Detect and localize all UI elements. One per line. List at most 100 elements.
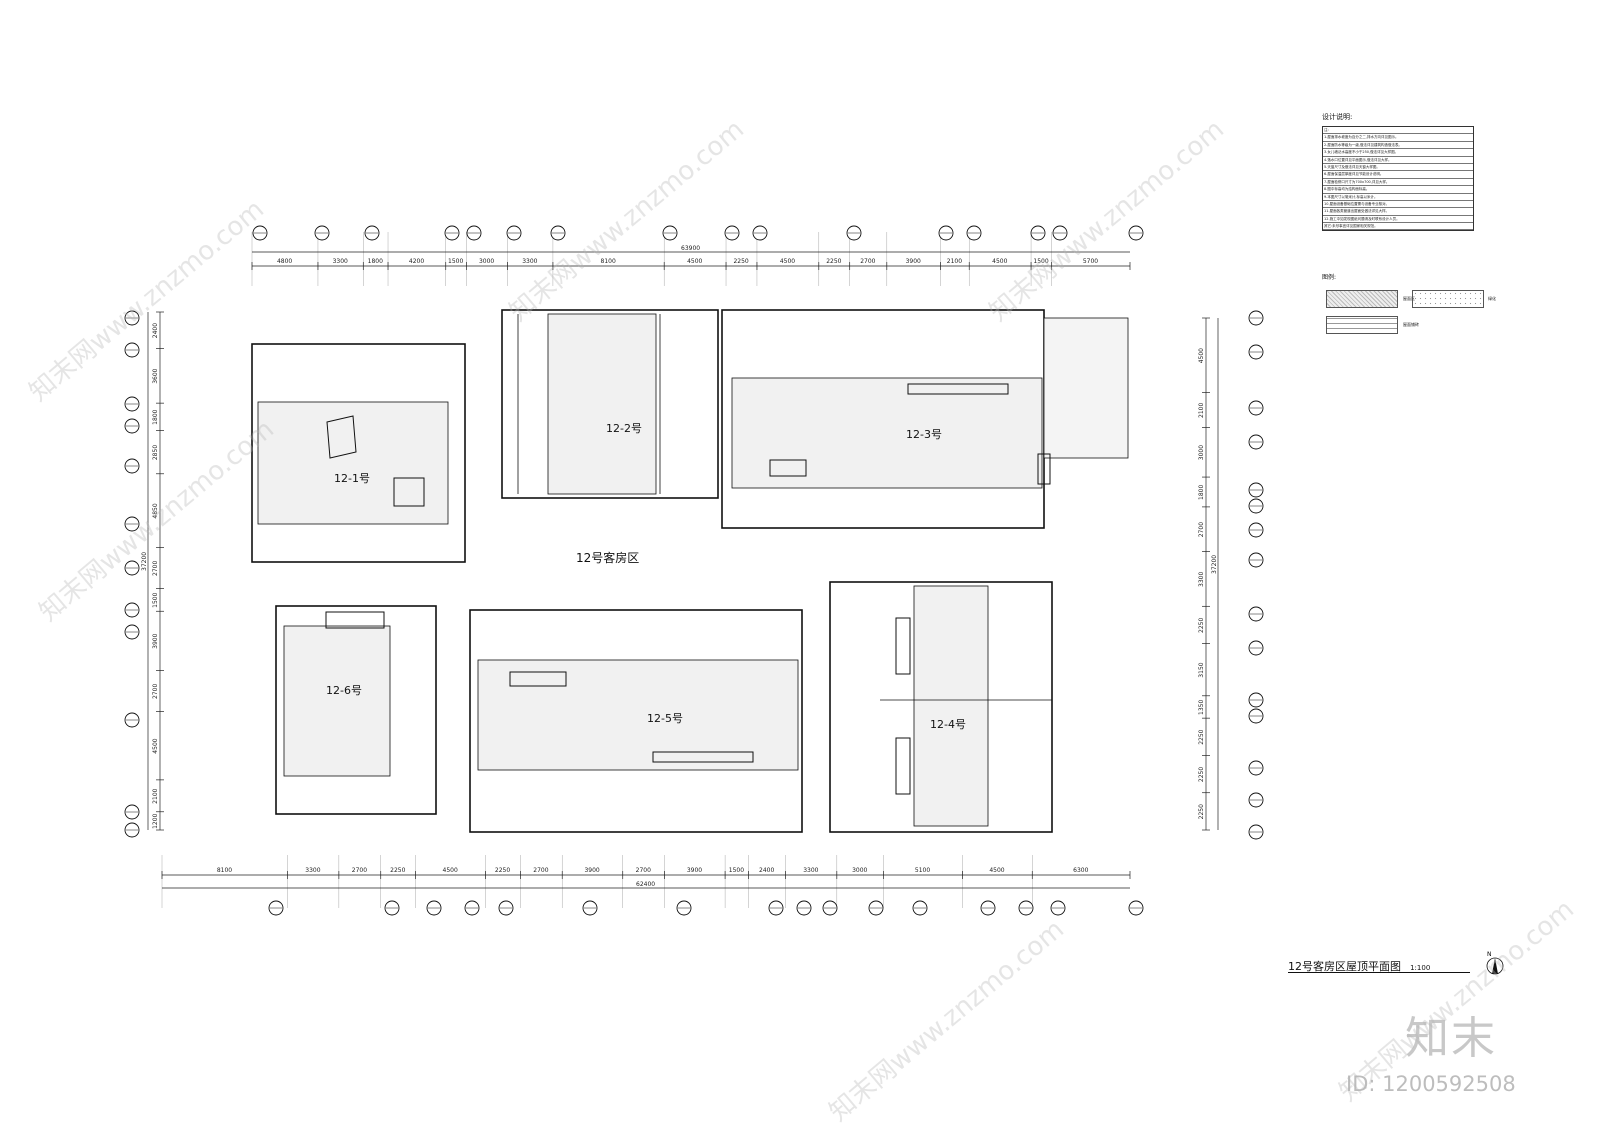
left-dim-value: 1500 [152,592,159,607]
right-dim-value: 1350 [1198,700,1205,715]
top-dim-value: 3000 [479,258,494,265]
legend-swatch-green [1412,290,1484,308]
bottom-dim-value: 3900 [584,867,599,874]
unit-label-12-4: 12-4号 [930,718,966,731]
right-dim-value: 4500 [1198,348,1205,363]
skylight-12-5 [509,671,567,687]
bottom-dim-value: 8100 [217,867,232,874]
left-dim-total: 37200 [141,552,148,571]
bottom-dim-value: 1500 [729,867,744,874]
drawing-title: 12号客房区屋顶平面图 [1288,960,1401,973]
right-dim-total: 37200 [1211,555,1218,574]
top-dim-value: 5700 [1083,258,1098,265]
legend-label-green: 绿化 [1488,296,1496,301]
right-dim-value: 2250 [1198,767,1205,782]
unit-12-6-outline [275,605,437,815]
design-note-line: 1.屋面排水坡度为百分之二,排水方向详见图示。 [1323,134,1473,142]
left-dim-value: 4500 [152,738,159,753]
bottom-dim-value: 2400 [759,867,774,874]
brand-logo-text: 知末 [1405,1013,1497,1064]
design-note-line: 其它:未尽事宜详见国家相关规范。 [1323,223,1473,231]
top-dim-value: 2250 [826,258,841,265]
legend-swatch-roof [1326,290,1398,308]
unit-label-12-1: 12-1号 [334,472,370,485]
left-dim-value: 2100 [152,788,159,803]
image-id: ID: 1200592508 [1346,1072,1516,1096]
zone-label: 12号客房区 [576,550,639,565]
title-underline [1288,972,1470,973]
design-note-line: 3.女儿墙泛水高度不小于250,做法详见大样图。 [1323,149,1473,157]
legend-swatch-paving [1326,316,1398,334]
design-note-line: 注: [1323,127,1473,135]
top-dim-value: 4500 [992,258,1007,265]
dimension-lines: 63900 4800 3300 1800 4200 1500 3000 3300 8100 450… [141,245,1219,889]
design-note-line: 12.施工中如发现图纸问题请及时联系设计人员。 [1323,216,1473,224]
bottom-dim-value: 2700 [533,867,548,874]
top-dim-value: 2100 [947,258,962,265]
left-dim-value: 2400 [152,323,159,338]
design-note-line: 10.屋面设备基础位置需与设备专业核对。 [1323,201,1473,209]
top-dim-value: 2700 [860,258,875,265]
bottom-dim-value: 3900 [687,867,702,874]
design-note-line: 9.本图尺寸以毫米计,标高以米计。 [1323,194,1473,201]
bottom-dim-value: 3000 [852,867,867,874]
design-notes-title: 设计说明: [1322,113,1353,121]
unit-12-5-outline [469,609,803,833]
right-dim-value: 3150 [1198,662,1205,677]
design-note-line: 6.屋面保温层厚度详见节能设计说明。 [1323,171,1473,179]
left-dim-value: 3600 [152,368,159,383]
design-note-line: 11.屋面各类管道出屋面处做法详见大样。 [1323,208,1473,216]
right-dim-value: 3000 [1198,445,1205,460]
bottom-dim-total: 62400 [636,881,655,888]
right-dim-value: 3300 [1198,572,1205,587]
skylight-12-3a [769,459,807,477]
north-arrow: N [1486,951,1504,975]
unit-12-2-outline [501,309,719,499]
unit-label-12-6: 12-6号 [326,684,362,697]
bottom-dim-value: 5100 [915,867,930,874]
skylight-12-4b [895,737,911,795]
top-dim-value: 1500 [448,258,463,265]
skylight-12-4a [895,617,911,675]
right-dim-value: 2250 [1198,804,1205,819]
svg-text:N: N [1487,951,1492,958]
drawing-title-block: 12号客房区屋顶平面图 1:100 [1288,955,1430,974]
legend-label-paving: 屋面铺砖 [1403,322,1419,327]
left-dim-value: 3900 [152,633,159,648]
design-notes-table: 注:1.屋面排水坡度为百分之二,排水方向详见图示。2.屋面防水等级为一级,做法详… [1322,126,1474,232]
unit-12-4-outline [829,581,1053,833]
right-dim-value: 2250 [1198,617,1205,632]
bottom-dim-value: 3300 [803,867,818,874]
top-dim-total: 63900 [681,245,700,252]
left-dim-value: 2850 [152,445,159,460]
bottom-dim-value: 4500 [989,867,1004,874]
unit-label-12-2: 12-2号 [606,422,642,435]
design-note-line: 8.图中标高均为结构面标高。 [1323,186,1473,194]
right-dim-value: 1800 [1198,485,1205,500]
right-dim-value: 2700 [1198,522,1205,537]
top-dim-value: 1800 [368,258,383,265]
legend-title: 图例: [1322,274,1337,281]
design-note-line: 7.屋面检修口尺寸为700x700,详见大样。 [1323,179,1473,187]
unit-labels: 12-1号 12-2号 12-3号 12-4号 12-5号 12-6号 12号客… [326,422,966,731]
design-note-line: 2.屋面防水等级为一级,做法详见建筑构造做法表。 [1323,142,1473,150]
design-note-line: 4.落水口位置详见平面图示,做法详见大样。 [1323,157,1473,164]
bottom-dim-value: 2700 [636,867,651,874]
left-dim-value: 1800 [152,409,159,424]
bottom-dim-value: 2250 [495,867,510,874]
skylight-12-1 [393,477,425,507]
left-dim-value: 4850 [152,503,159,518]
left-dim-value: 2700 [152,561,159,576]
top-dim-value: 1500 [1033,258,1048,265]
unit-label-12-3: 12-3号 [906,428,942,441]
unit-12-1-outline [251,343,466,563]
top-dim-value: 8100 [601,258,616,265]
bottom-dim-value: 2700 [352,867,367,874]
bottom-dim-value: 6300 [1073,867,1088,874]
top-dim-value: 4200 [409,258,424,265]
left-dim-value: 1200 [152,813,159,828]
top-dim-value: 4800 [277,258,292,265]
right-dim-value: 2100 [1198,403,1205,418]
top-dim-value: 3300 [333,258,348,265]
